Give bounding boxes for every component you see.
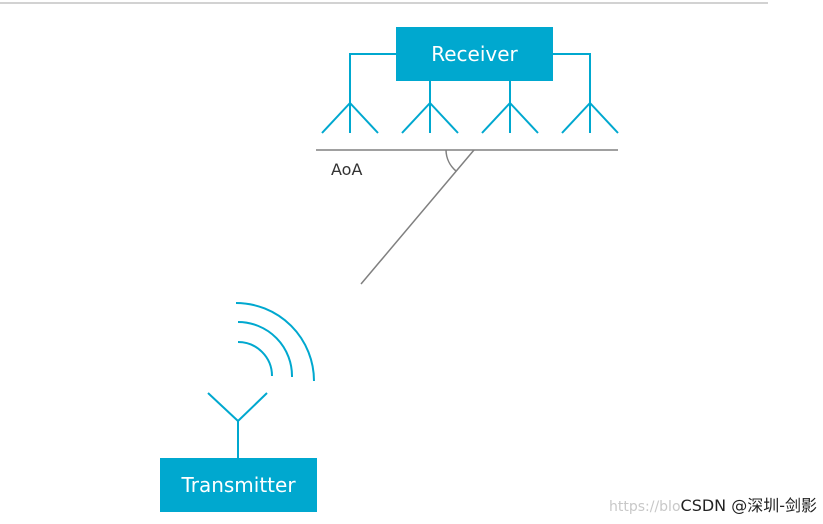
watermark-faded-url: https://blo [608, 499, 681, 515]
antenna-icon [207, 392, 268, 458]
angle-arc [445, 149, 457, 172]
watermark: https://bloCSDN @深圳-剑影 [609, 492, 817, 516]
receiver-label: Receiver [431, 42, 518, 66]
receiver-box: Receiver [396, 27, 553, 81]
receiver-feed-lines [349, 53, 591, 103]
antenna-icon [561, 102, 619, 134]
angle-label: AoA [331, 160, 363, 179]
antenna-icon [401, 102, 459, 134]
watermark-text: CSDN @深圳-剑影 [680, 496, 817, 515]
signal-waves-icon [235, 302, 315, 382]
arrival-path-line [360, 149, 475, 285]
antenna-icon [481, 102, 539, 134]
transmitter-box: Transmitter [160, 458, 317, 512]
receiver-antenna-array [321, 102, 619, 134]
antenna-icon [321, 102, 379, 134]
transmitter-label: Transmitter [181, 473, 296, 497]
